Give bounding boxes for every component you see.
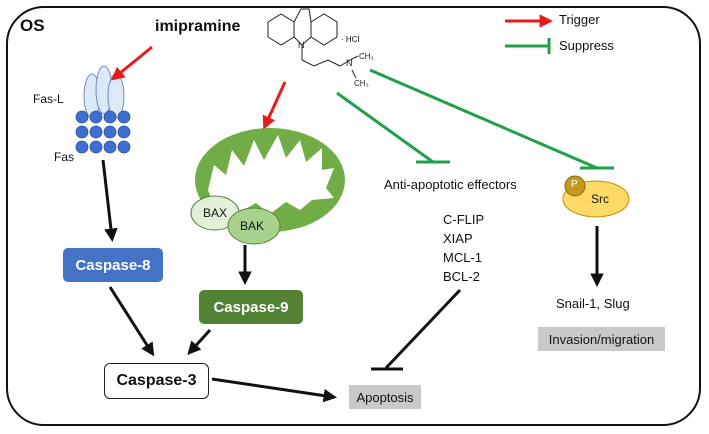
svg-text:N: N (346, 58, 353, 68)
phospho-label: P (571, 179, 578, 190)
effector-bcl2: BCL-2 (443, 269, 480, 284)
fas-label: Fas (54, 150, 75, 164)
apoptosis-box: Apoptosis (349, 385, 421, 409)
effector-mcl1: MCL-1 (443, 250, 483, 265)
invasion-migration-box: Invasion/migration (538, 327, 665, 351)
arrow-imipramine-mito (262, 81, 287, 130)
svg-text:CH₃: CH₃ (354, 79, 369, 88)
imipramine-label: imipramine (155, 18, 241, 35)
arrow-caspase9-caspase3 (187, 328, 212, 355)
bak-label: BAK (240, 219, 265, 233)
os-label: OS (20, 16, 45, 35)
suppress-anti-apoptotic-line (336, 91, 434, 164)
arrow-caspase8-caspase3 (108, 286, 155, 357)
svg-text:CH₃: CH₃ (359, 52, 374, 61)
legend-trigger-label: Trigger (559, 12, 600, 27)
diagram-frame (6, 6, 701, 426)
suppress-src-line (369, 68, 598, 170)
bak-icon (227, 207, 281, 245)
arrow-fas-caspase8 (101, 159, 118, 243)
effector-list: C-FLIP XIAP MCL-1 BCL-2 (443, 210, 484, 286)
fas-ligand-icon (83, 65, 125, 119)
arrow-caspase3-apoptosis (211, 377, 338, 403)
imipramine-structure (267, 8, 359, 79)
suppress-apoptosis-line (384, 288, 462, 370)
arrow-imipramine-fasl (110, 45, 153, 81)
anti-apoptotic-label: Anti-apoptotic effectors (384, 177, 517, 192)
snail-slug-label: Snail-1, Slug (556, 296, 630, 311)
fas-receptor-icon (75, 110, 131, 154)
effector-cflip: C-FLIP (443, 212, 485, 227)
fas-l-label: Fas-L (33, 92, 64, 106)
src-label: Src (591, 192, 609, 206)
caspase-8-box: Caspase-8 (63, 248, 163, 282)
bax-label: BAX (203, 206, 228, 220)
caspase-9-box: Caspase-9 (199, 290, 303, 324)
hcl-label: · HCl (341, 35, 360, 44)
effector-xiap: XIAP (443, 231, 473, 246)
svg-text:N: N (298, 40, 305, 50)
caspase-3-box: Caspase-3 (104, 363, 209, 399)
legend-suppress-label: Suppress (559, 38, 614, 53)
phospho-icon (564, 175, 586, 197)
